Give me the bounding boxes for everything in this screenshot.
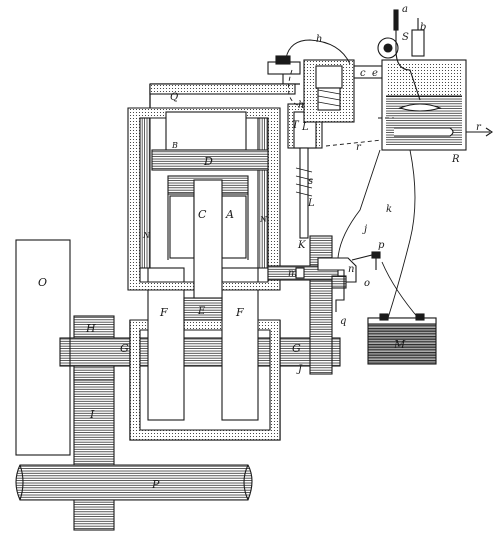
label-k: k <box>386 204 392 215</box>
cam-gear-K <box>309 235 333 375</box>
crank-web-right-F <box>221 267 259 421</box>
label-O: O <box>38 276 47 289</box>
label-q: q <box>340 316 346 327</box>
label-r: r <box>356 142 362 153</box>
cylinder-head-D <box>151 149 269 171</box>
wire-k <box>381 149 421 321</box>
label-c: c <box>360 68 366 79</box>
label-I: I <box>89 408 95 421</box>
connecting-rod-C <box>193 179 223 299</box>
label-D: D <box>203 155 213 168</box>
label-A: A <box>225 208 234 221</box>
label-T: T <box>292 120 300 131</box>
label-e: e <box>372 68 378 79</box>
label-J: J <box>296 364 303 375</box>
spark-coil-S <box>377 9 425 101</box>
label-m: m <box>288 268 297 279</box>
crank-web-left-F <box>147 267 185 421</box>
label-H: H <box>85 322 96 335</box>
label-n: n <box>348 264 354 275</box>
battery-M <box>367 313 437 365</box>
label-G-left: G <box>120 342 129 355</box>
label-s: s <box>308 176 313 187</box>
label-G-right: G <box>292 342 301 355</box>
belt-I <box>73 369 115 531</box>
label-F-right: F <box>235 306 244 319</box>
label-P: P <box>151 478 160 491</box>
label-R: R <box>451 154 460 165</box>
labels: a b c e h h j k L L m n o p q r r s S A … <box>38 4 482 491</box>
label-p: p <box>378 240 385 251</box>
label-o: o <box>364 278 370 289</box>
label-N-right: N <box>259 215 268 224</box>
label-L-top: L <box>301 122 309 133</box>
label-C: C <box>198 208 207 221</box>
label-E: E <box>197 306 206 317</box>
label-j: j <box>362 224 367 235</box>
label-K: K <box>297 240 306 251</box>
label-r2: r <box>476 122 482 133</box>
label-F-left: F <box>159 306 168 319</box>
crankshaft-G <box>59 337 341 367</box>
switch-p <box>351 251 381 270</box>
label-L-mid: L <box>307 198 315 209</box>
wire-j <box>285 39 381 259</box>
shaft-P <box>15 464 253 501</box>
label-h-mid: h <box>298 100 304 111</box>
tank-R <box>381 59 493 151</box>
label-a: a <box>402 4 408 15</box>
label-M: M <box>393 338 406 351</box>
label-N-left: N <box>142 231 151 240</box>
label-b: b <box>420 22 426 33</box>
pipe-r <box>287 69 394 147</box>
label-B: B <box>171 141 178 150</box>
label-Q: Q <box>170 92 178 103</box>
carburetor-h <box>303 59 385 123</box>
label-h-top: h <box>316 34 322 45</box>
head-Q <box>149 83 300 151</box>
pulley-H <box>73 315 115 381</box>
label-S: S <box>402 32 409 43</box>
lever-L <box>317 257 357 312</box>
top-nozzle <box>267 55 301 84</box>
